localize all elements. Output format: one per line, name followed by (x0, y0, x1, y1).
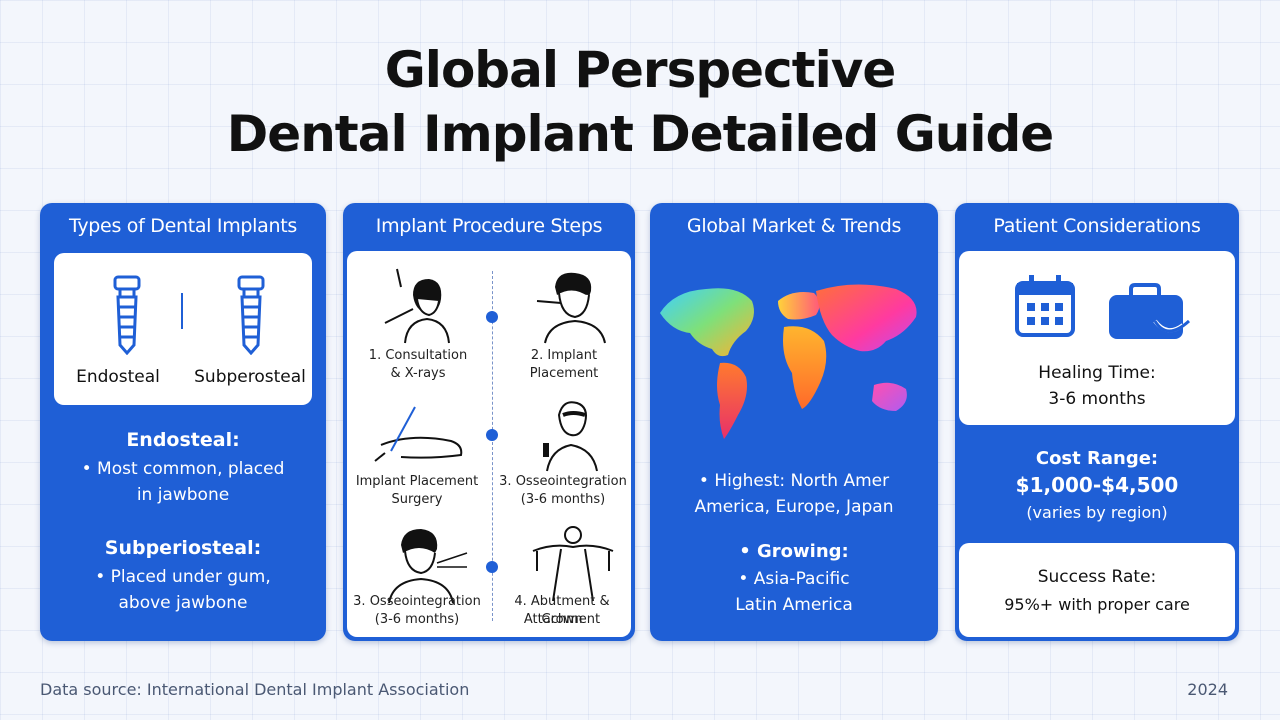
data-source: Data source: International Dental Implan… (40, 680, 470, 699)
cost-range-note: (varies by region) (1026, 503, 1168, 522)
procedure-timeline (492, 271, 493, 621)
step-5-line-2: (3-6 months) (374, 612, 460, 627)
types-divider (181, 293, 183, 329)
procedure-panel: Implant Procedure Steps 1. Consultation … (343, 203, 635, 641)
endosteal-desc-1: • Most common, placed (81, 459, 285, 479)
footer-year: 2024 (1187, 680, 1228, 699)
healing-time-value: 3-6 months (1048, 389, 1146, 409)
step-4-line-2: (3-6 months) (520, 492, 606, 507)
endosteal-desc-2: in jawbone (136, 485, 230, 505)
step-4-line-1: 3. Osseointegration (499, 474, 627, 489)
success-rate-value: 95%+ with proper care (1004, 595, 1190, 614)
market-growing-1: • Asia-Pacific (738, 569, 850, 589)
page-title: Global Perspective Dental Implant Detail… (0, 38, 1280, 166)
consultation-person-icon (384, 268, 450, 344)
cost-range-value: $1,000-$4,500 (1015, 473, 1179, 497)
healing-time-box: Healing Time: 3-6 months (959, 251, 1235, 425)
success-rate-label: Success Rate: (1037, 567, 1157, 587)
abutment-crown-person-icon (532, 526, 614, 602)
market-highest-2: America, Europe, Japan (694, 497, 894, 517)
patient-panel: Patient Considerations Healing Time: 3-6… (955, 203, 1239, 641)
step-5-line-1: 3. Osseointegration (353, 594, 481, 609)
subperiosteal-implant-icon (237, 275, 265, 355)
patient-panel-title: Patient Considerations (993, 215, 1201, 237)
timeline-dot (486, 429, 498, 441)
procedure-steps-box: 1. Consultation & X-rays 2. Implant Plac… (347, 251, 631, 637)
timeline-dot (486, 311, 498, 323)
subperiosteal-desc-1: • Placed under gum, (95, 567, 271, 587)
types-panel-title: Types of Dental Implants (69, 215, 297, 237)
types-illustration-box: Endosteal Subperosteal (54, 253, 312, 405)
market-panel-title: Global Market & Trends (686, 215, 902, 237)
healing-time-label: Healing Time: (1038, 363, 1156, 383)
calendar-icon (1015, 275, 1075, 337)
step-1-line-1: 1. Consultation (368, 348, 468, 363)
market-panel: Global Market & Trends (650, 203, 938, 641)
endosteal-label: Endosteal (76, 367, 160, 387)
subperiosteal-label: Subperosteal (194, 367, 306, 387)
step-2-line-1: 2. Implant (530, 348, 598, 363)
endosteal-implant-icon (113, 275, 141, 355)
step-6-line-2: Attachment (523, 612, 601, 627)
osseointegration-person-icon (543, 401, 598, 472)
cost-range-label: Cost Range: (1035, 448, 1159, 469)
title-line-2: Dental Implant Detailed Guide (226, 105, 1054, 163)
subperiosteal-heading: Subperiosteal: (104, 537, 262, 559)
wallet-icon (1109, 283, 1191, 339)
osseointegration-person-icon-2 (388, 529, 468, 604)
subperiosteal-desc-2: above jawbone (118, 593, 248, 613)
market-growing-heading: • Growing: (739, 541, 849, 562)
types-panel: Types of Dental Implants Endosteal Subpe… (40, 203, 326, 641)
step-3-line-2: Surgery (391, 492, 443, 507)
implant-placement-person-icon (536, 272, 606, 344)
procedure-panel-title: Implant Procedure Steps (375, 215, 603, 237)
world-map-icon (660, 284, 917, 439)
step-6-line-1: 4. Abutment & Crown (514, 594, 610, 627)
title-line-1: Global Perspective (384, 41, 896, 99)
market-growing-2: Latin America (735, 595, 853, 615)
market-highest-1: • Highest: North Amer (698, 471, 890, 491)
step-3-line-1: Implant Placement (355, 474, 479, 489)
endosteal-heading: Endosteal: (126, 429, 240, 451)
surgery-hand-icon (374, 406, 463, 462)
step-1-line-2: & X-rays (390, 366, 446, 381)
step-2-line-2: Placement (529, 366, 599, 381)
success-rate-box: Success Rate: 95%+ with proper care (959, 543, 1235, 637)
timeline-dot (486, 561, 498, 573)
